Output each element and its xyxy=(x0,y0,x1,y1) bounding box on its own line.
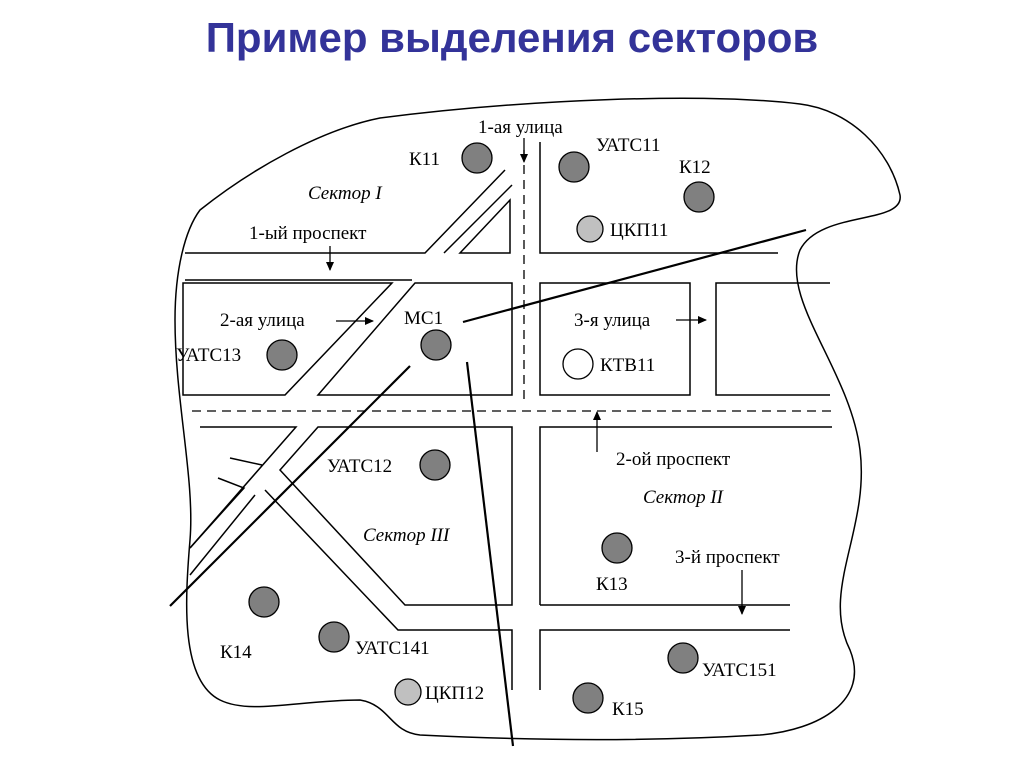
label-mc1: МС1 xyxy=(404,308,443,329)
label-k13: К13 xyxy=(596,574,628,595)
label-k15: К15 xyxy=(612,699,644,720)
label-uats13: УАТС13 xyxy=(176,345,241,366)
road-edge xyxy=(189,494,256,576)
label-2nd-street: 2-ая улица xyxy=(220,310,305,331)
block-east xyxy=(715,282,830,396)
road-edge xyxy=(189,477,246,549)
label-2nd-avenue: 2-ой проспект xyxy=(616,449,731,470)
label-sector-2: Сектор II xyxy=(643,487,725,508)
label-k14: К14 xyxy=(220,642,252,663)
node-k13 xyxy=(601,532,633,564)
label-k11: К11 xyxy=(409,149,440,170)
block-k13 xyxy=(539,426,832,605)
block-k15 xyxy=(539,629,790,690)
label-uats151: УАТС151 xyxy=(702,660,777,681)
block-uats12 xyxy=(278,426,513,606)
label-ckp11: ЦКП11 xyxy=(610,220,668,241)
node-k12 xyxy=(683,181,715,213)
label-ktv11: КТВ11 xyxy=(600,355,655,376)
city-boundary xyxy=(174,97,901,741)
road-edge xyxy=(443,184,513,254)
label-3rd-avenue: 3-й проспект xyxy=(675,547,780,568)
road-edge xyxy=(264,489,513,690)
label-uats12: УАТС12 xyxy=(327,456,392,477)
block-uats11 xyxy=(539,142,778,254)
node-k11 xyxy=(461,142,493,174)
label-uats11: УАТС11 xyxy=(596,135,660,156)
road-triangle-block xyxy=(458,198,511,254)
road-edge xyxy=(229,457,263,466)
node-uats141 xyxy=(318,621,350,653)
node-ktv11 xyxy=(562,348,594,380)
label-ckp12: ЦКП12 xyxy=(425,683,484,704)
label-sector-3: Сектор III xyxy=(363,525,451,546)
road-edge xyxy=(185,169,506,254)
sector-cut-line xyxy=(169,365,411,607)
label-1st-avenue: 1-ый проспект xyxy=(249,223,367,244)
node-ckp11 xyxy=(576,215,604,243)
label-3rd-street: 3-я улица xyxy=(574,310,651,331)
node-ckp12 xyxy=(394,678,422,706)
block-mc1 xyxy=(316,282,513,396)
slide-title: Пример выделения секторов xyxy=(205,14,819,61)
label-uats141: УАТС141 xyxy=(355,638,430,659)
node-uats13 xyxy=(266,339,298,371)
node-uats12 xyxy=(419,449,451,481)
label-1st-street: 1-ая улица xyxy=(478,117,563,138)
node-mc1 xyxy=(420,329,452,361)
block-ktv11 xyxy=(539,282,691,396)
node-uats151 xyxy=(667,642,699,674)
node-k15 xyxy=(572,682,604,714)
node-uats11 xyxy=(558,151,590,183)
node-k14 xyxy=(248,586,280,618)
label-k12: К12 xyxy=(679,157,711,178)
block-uats13 xyxy=(182,282,394,396)
sector-cut-line xyxy=(465,361,515,747)
label-sector-1: Сектор I xyxy=(308,183,383,204)
sector-cut-line xyxy=(462,228,807,324)
